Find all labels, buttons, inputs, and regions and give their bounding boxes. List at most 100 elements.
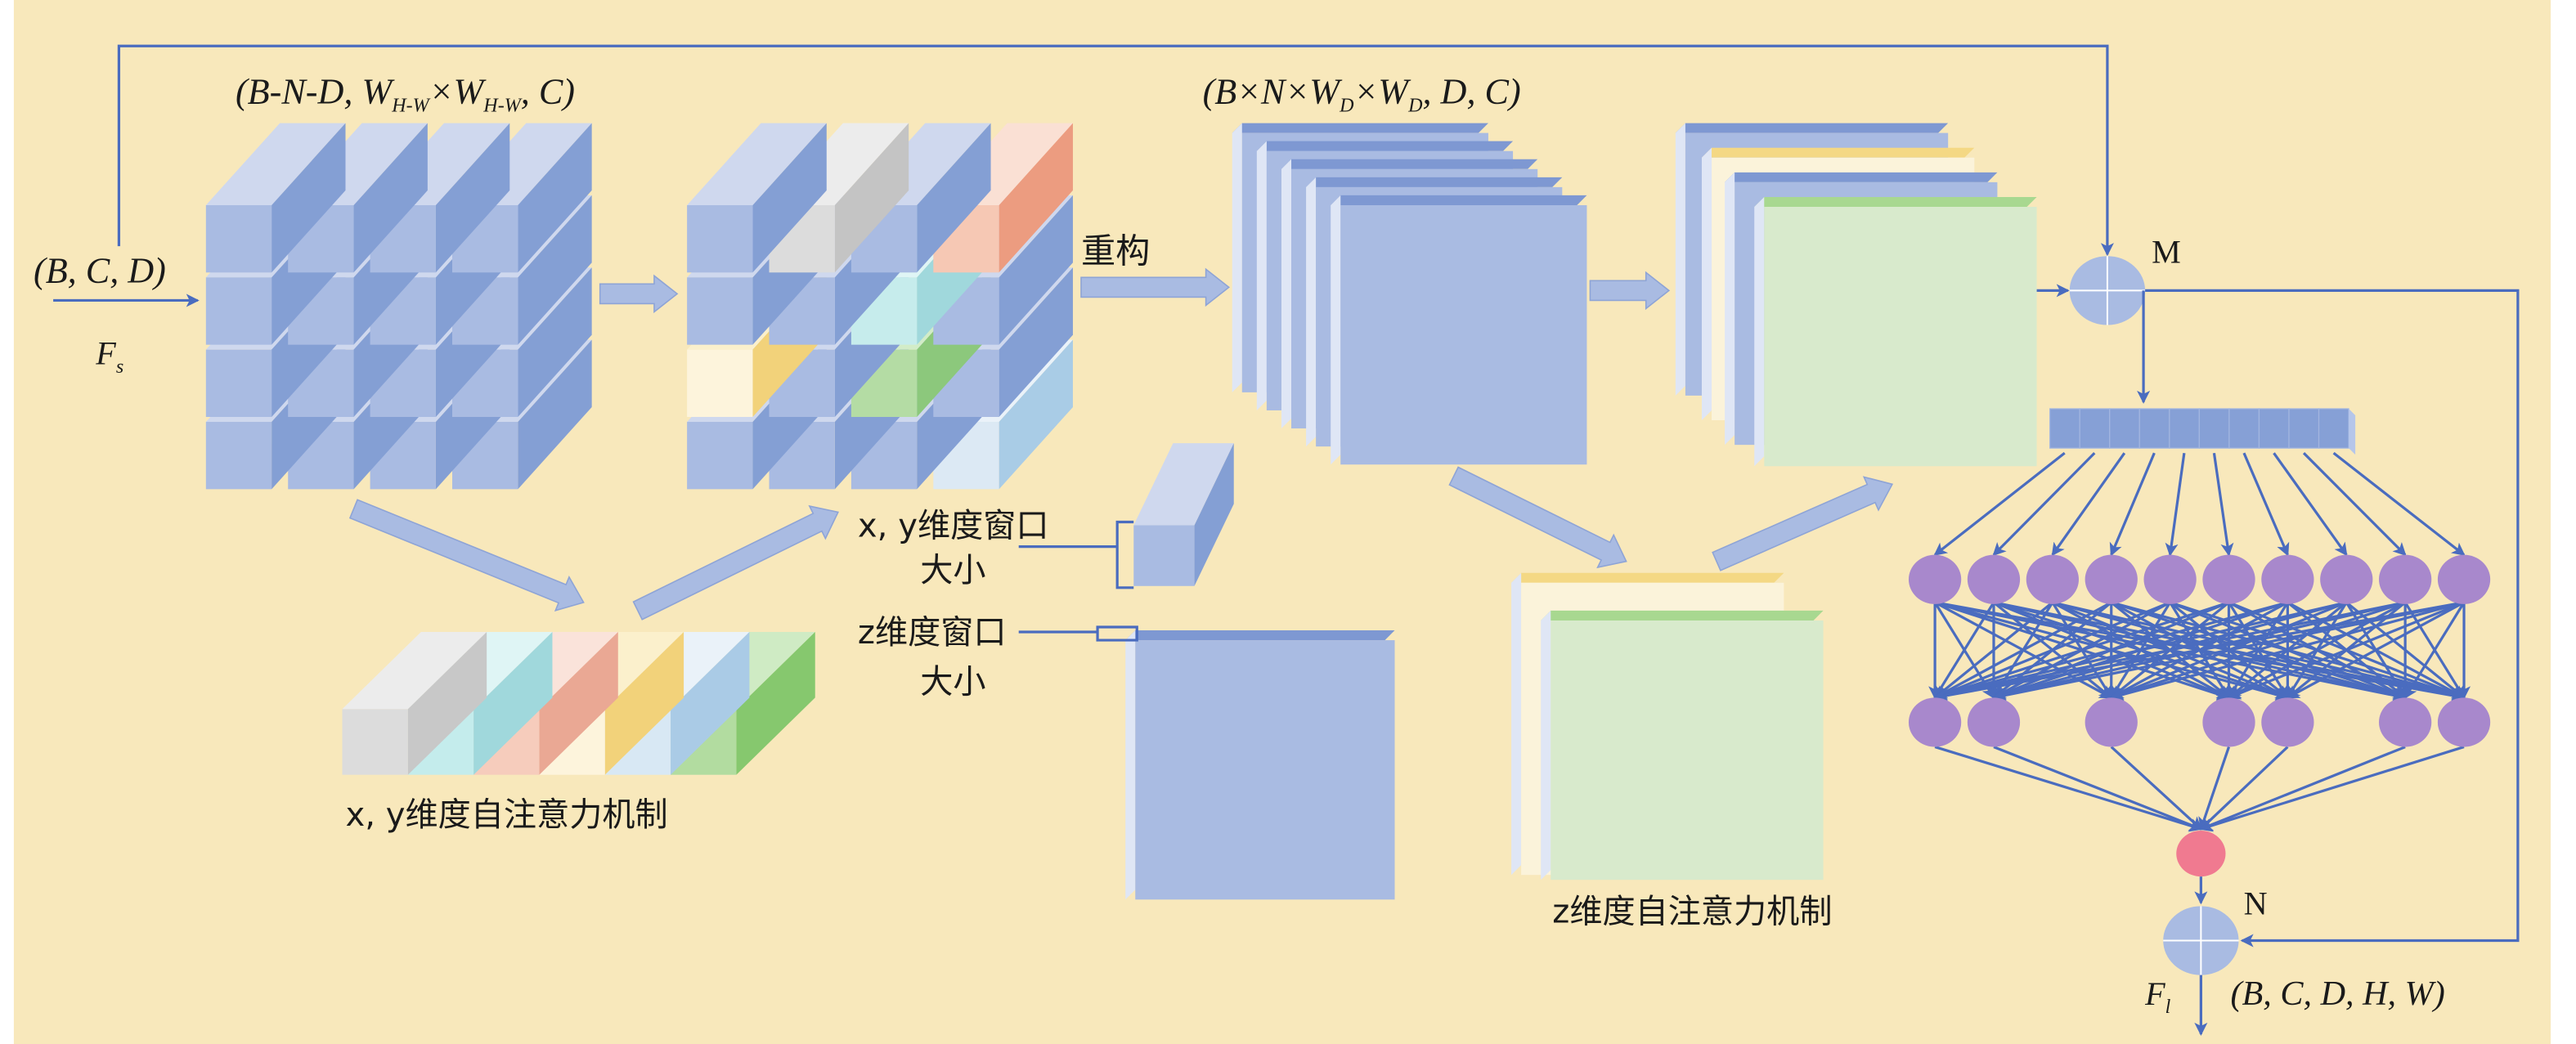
box-front-face: [342, 709, 408, 775]
box-top-face: [1133, 443, 1234, 526]
box-side-face: [999, 339, 1073, 490]
output-shape-label: (B, C, D, H, W): [2231, 975, 2445, 1013]
z-window-box: [1125, 630, 1395, 900]
slab-side: [1281, 159, 1292, 429]
neuron-layer2: [2085, 697, 2138, 747]
neuron-layer2: [2202, 697, 2255, 747]
slab-top: [1511, 572, 1784, 583]
slab-side: [1125, 630, 1136, 900]
from-z-attention-arrow: [1712, 476, 1894, 571]
box-front-face: [205, 277, 272, 345]
box-front-face: [687, 277, 753, 345]
slab-top: [1541, 610, 1824, 621]
hidden-edge: [1933, 601, 2112, 699]
slab-top: [1701, 147, 1975, 158]
slab-side: [1754, 196, 1765, 467]
residual-arrow: [2145, 289, 2520, 948]
box-side-face: [435, 123, 510, 273]
slab-side: [1256, 141, 1267, 410]
box-front-face: [687, 349, 753, 417]
slab-top: [1281, 159, 1538, 169]
slab-top: [1256, 141, 1514, 151]
box-side-face: [671, 632, 750, 775]
box-front-face: [687, 204, 753, 273]
slab-side: [1331, 195, 1341, 465]
slab-front: [1135, 640, 1395, 900]
slab-side: [1675, 123, 1685, 396]
slab-side: [1541, 610, 1551, 880]
hidden-edge: [1992, 601, 2465, 702]
box-side-face: [518, 267, 592, 417]
xy-window-label-2: 大小: [920, 552, 985, 589]
box-side-face: [407, 632, 487, 775]
mlp-input-cell: [2228, 408, 2260, 449]
xy-window-box: [1133, 443, 1234, 586]
z-window-label: z维度窗口: [858, 614, 1007, 652]
hidden-edge: [1933, 601, 2347, 701]
mlp-edge: [2212, 452, 2234, 557]
mlp-edge: [2273, 452, 2348, 557]
input-name-label: Fs: [95, 335, 123, 378]
mlp-edge: [2165, 452, 2186, 557]
box-side-face: [473, 632, 553, 775]
slab-top: [1725, 172, 1998, 182]
slab-side: [1306, 177, 1317, 447]
neuron-layer1: [2379, 554, 2432, 604]
neuron-layer1: [1967, 554, 2021, 604]
mlp-edge: [1992, 452, 2096, 557]
neuron-layer2: [1908, 697, 1962, 747]
mlp-input-cell: [2258, 408, 2290, 449]
xy-attention-bar: [342, 632, 487, 775]
box-front-face: [205, 422, 272, 490]
slab-top: [1306, 177, 1563, 187]
box-front-face: [205, 204, 272, 273]
input-grid-cell: [205, 123, 346, 273]
z-window-label-2: 大小: [920, 663, 985, 701]
slab-top: [1331, 195, 1587, 205]
box-side-face: [999, 123, 1073, 273]
slab-front: [1551, 620, 1824, 880]
z-window-pointer: [1018, 625, 1138, 642]
box-front-face: [687, 422, 753, 490]
reshape-label: 重构: [1081, 231, 1150, 271]
output-edge: [2198, 746, 2231, 831]
mlp-input-cell: [2138, 408, 2170, 449]
stack-arrow: [1589, 271, 1671, 311]
merge-m-label: M: [2152, 233, 2181, 270]
slab-front: [1340, 204, 1587, 465]
output-edge: [2110, 746, 2202, 831]
box-top-face: [342, 632, 487, 710]
hidden-edge: [1933, 602, 1995, 700]
mlp-input-cell: [2198, 408, 2230, 449]
mlp-input-cell: [2049, 408, 2080, 449]
neuron-layer1: [2320, 554, 2373, 604]
output-edge: [2199, 746, 2289, 831]
mlp-edge: [2302, 452, 2407, 557]
reshaped-slab: [1331, 195, 1587, 465]
slab-top: [1125, 630, 1395, 641]
xy-attention-label: x, y维度自注意力机制: [345, 796, 667, 834]
grid-transform-arrow: [599, 274, 679, 314]
box-side-face: [752, 123, 827, 273]
box-side-face: [834, 123, 909, 273]
skip-connection-arrow: [117, 44, 2114, 257]
hidden-edge: [1933, 601, 2288, 701]
mlp-input-cell: [2109, 408, 2140, 449]
mlp-edge: [1933, 451, 2066, 556]
merge-n-add-icon: [2163, 906, 2239, 975]
input-shape-label: (B, C, D): [34, 250, 166, 290]
box-side-face: [518, 339, 592, 490]
neuron-layer2: [2379, 697, 2432, 747]
hidden-edge: [1933, 601, 2171, 700]
neuron-layer1: [2085, 554, 2138, 604]
mlp-edge: [2109, 452, 2156, 557]
neuron-layer1: [2202, 554, 2255, 604]
box-side-face: [539, 632, 618, 775]
mlp-input-cell: [2288, 408, 2320, 449]
mlp-input-cell: [2318, 408, 2349, 449]
neuron-layer1: [2437, 554, 2491, 604]
hidden-edge: [1933, 601, 2406, 702]
box-front-face: [205, 349, 272, 417]
neuron-layer2: [1967, 697, 2021, 747]
slab-top: [1232, 123, 1488, 133]
